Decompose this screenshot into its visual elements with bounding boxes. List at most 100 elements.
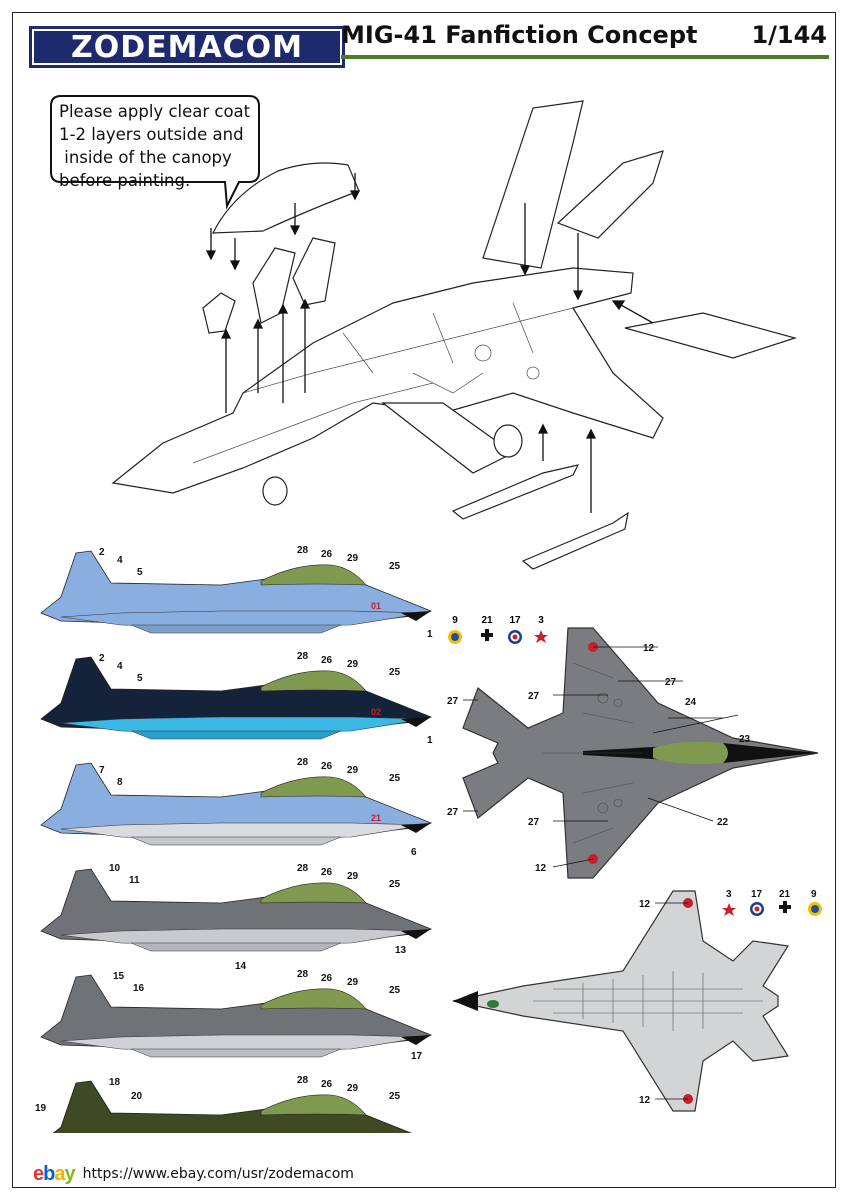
ejection-part (202, 292, 236, 334)
panel-lines (192, 302, 574, 464)
main-wheel (493, 424, 523, 458)
assembly-arrows (205, 173, 654, 513)
fuselage-lower (60, 928, 427, 946)
seat-part (292, 237, 336, 306)
callout: 12 (639, 1095, 651, 1106)
callout: 1 (427, 735, 433, 746)
callout: 27 (447, 696, 459, 707)
insignia-label: 9 (452, 615, 458, 626)
callout: 26 (321, 973, 333, 984)
scale-label: 1/144 (751, 21, 827, 49)
callout: 26 (321, 761, 333, 772)
callout: 13 (395, 945, 407, 956)
canopy (260, 882, 367, 904)
insignia-label: 3 (538, 615, 544, 626)
callout: 23 (739, 734, 751, 745)
canopy-part (212, 162, 360, 234)
nose-radome (453, 991, 478, 1011)
callout: 7 (99, 765, 105, 776)
callout: 19 (35, 1103, 47, 1114)
fuselage-lower (60, 716, 427, 734)
callout: 16 (133, 983, 145, 994)
callout: 20 (131, 1091, 143, 1102)
note-text: Please apply clear coat 1-2 layers outsi… (59, 102, 251, 190)
callout: 25 (389, 879, 401, 890)
roundel (588, 854, 598, 864)
nose (401, 929, 431, 939)
callout: 28 (297, 969, 309, 980)
clear-coat-note: Please apply clear coat 1-2 layers outsi… (49, 94, 261, 210)
canopy (260, 1094, 367, 1116)
fuselage-lower (60, 822, 427, 840)
canopy (260, 564, 367, 586)
nose (401, 717, 431, 727)
speech-bubble (50, 95, 260, 210)
callout: 29 (347, 553, 359, 564)
assembly-diagram (111, 100, 798, 570)
bottom-view-aircraft (452, 890, 789, 1112)
callout: 5 (137, 567, 143, 578)
callout: 5 (137, 673, 143, 684)
ventral (130, 1048, 342, 1058)
ventral (130, 836, 342, 846)
callout: 28 (297, 863, 309, 874)
callout: 14 (235, 961, 247, 972)
callout: 27 (528, 691, 540, 702)
callout: 6 (411, 847, 417, 858)
callout: 2 (99, 547, 105, 558)
callout: 1 (427, 629, 433, 640)
callout: 29 (347, 659, 359, 670)
top-view: 9 21 17 3 12 27 (447, 615, 819, 879)
missile (521, 511, 629, 570)
ebay-logo: ebay (33, 1162, 76, 1185)
callout: 18 (109, 1077, 121, 1088)
nose (401, 823, 431, 833)
tail-code: 01 (371, 601, 381, 611)
canopy-green (653, 741, 728, 765)
canopy (260, 670, 367, 692)
insignia-3 (534, 630, 548, 643)
callout: 21 (779, 889, 791, 900)
callout: 15 (113, 971, 125, 982)
callout: 11 (129, 875, 140, 886)
page-title: MIG-41 Fanfiction Concept (341, 21, 698, 49)
callout: 4 (117, 555, 123, 566)
fuselage (111, 267, 664, 494)
callout: 28 (297, 545, 309, 556)
callout: 27 (665, 677, 677, 688)
callout: 25 (389, 1091, 401, 1102)
callout: 22 (717, 817, 729, 828)
callout: 28 (297, 1075, 309, 1086)
callout: 25 (389, 773, 401, 784)
ventral (130, 730, 342, 740)
fuselage-upper (52, 1080, 413, 1133)
brand-logo: ZODEMACOM (29, 26, 345, 68)
top-view-leaders (463, 646, 739, 868)
callout: 26 (321, 867, 333, 878)
callout: 10 (109, 863, 121, 874)
callout: 27 (447, 807, 459, 818)
callout: 26 (321, 549, 333, 560)
insignia-21 (481, 629, 493, 641)
light (487, 1000, 499, 1008)
callout: 3 (726, 889, 732, 900)
ventral (130, 942, 342, 952)
seat-part (252, 247, 296, 324)
bottom-view: 12 3 17 21 9 12 (452, 889, 822, 1112)
footer: ebay https://www.ebay.com/usr/zodemacom (33, 1163, 354, 1185)
top-view-aircraft (462, 627, 819, 879)
callout: 4 (117, 661, 123, 672)
tail-fin (556, 150, 664, 239)
brand-name: ZODEMACOM (70, 29, 304, 65)
callout: 12 (535, 863, 547, 874)
callout: 25 (389, 667, 401, 678)
header: ZODEMACOM MIG-41 Fanfiction Concept 1/14… (13, 13, 835, 71)
callout: 29 (347, 1083, 359, 1094)
insignia-label: 21 (481, 615, 493, 626)
title-underline (341, 55, 829, 59)
store-link[interactable]: https://www.ebay.com/usr/zodemacom (82, 1166, 354, 1182)
callout: 17 (751, 889, 763, 900)
